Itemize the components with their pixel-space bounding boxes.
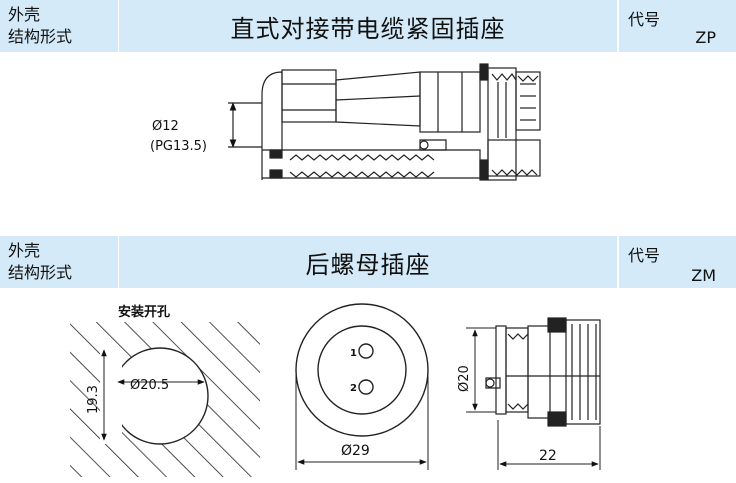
front-thread bbox=[487, 67, 517, 181]
side-diameter-label: Ø20 bbox=[457, 365, 472, 392]
code-cell: 代号 ZM bbox=[618, 236, 736, 288]
cutout-title: 安装开孔 bbox=[118, 304, 170, 320]
header-band-zm: 外壳 结构形式 后螺母插座 代号 ZM bbox=[0, 236, 736, 288]
flange bbox=[515, 71, 541, 131]
outer-face-ring bbox=[295, 303, 429, 437]
rear-plate bbox=[495, 325, 507, 415]
inner-insert bbox=[317, 325, 407, 415]
cutout-circle bbox=[111, 347, 209, 445]
structure-label: 结构形式 bbox=[8, 263, 73, 282]
shell-label-cell: 外壳 结构形式 bbox=[0, 0, 118, 52]
panel-flange bbox=[527, 325, 551, 419]
pin-1-label: 1 bbox=[350, 348, 357, 359]
mounting-cutout bbox=[70, 322, 260, 477]
title-cell: 后螺母插座 bbox=[118, 236, 619, 288]
front-face-view bbox=[295, 303, 429, 470]
gland-dome bbox=[261, 71, 283, 150]
cutout-flat-label: 19.3 bbox=[86, 385, 101, 414]
cutout-diameter-label: Ø20.5 bbox=[130, 378, 169, 393]
pin-2-label: 2 bbox=[350, 383, 357, 394]
pin-1 bbox=[358, 343, 374, 359]
thread bbox=[289, 154, 435, 161]
rear-nut bbox=[505, 327, 529, 413]
face-diameter-label: Ø29 bbox=[341, 443, 370, 459]
front-thread bbox=[565, 319, 601, 425]
code-cell: 代号 ZP bbox=[618, 0, 736, 52]
zm-side-view bbox=[466, 317, 601, 470]
section-title-zm: 后螺母插座 bbox=[305, 250, 431, 279]
dim-diameter-label: Ø12 bbox=[152, 119, 179, 134]
body-collar bbox=[419, 71, 481, 133]
code-value-zp: ZP bbox=[695, 28, 716, 47]
title-cell: 直式对接带电缆紧固插座 bbox=[118, 0, 619, 52]
flat-dim-clear bbox=[100, 348, 122, 444]
code-label: 代号 bbox=[628, 10, 661, 29]
hex-nut bbox=[281, 69, 337, 123]
side-length-label: 22 bbox=[539, 448, 557, 464]
shell-label: 外壳 bbox=[8, 241, 41, 260]
o-ring bbox=[479, 63, 489, 81]
dim-thread-label: (PG13.5) bbox=[150, 139, 207, 154]
section-title-zp: 直式对接带电缆紧固插座 bbox=[230, 14, 506, 43]
code-label: 代号 bbox=[628, 246, 661, 265]
code-value-zm: ZM bbox=[691, 266, 716, 285]
header-band-zp: 外壳 结构形式 直式对接带电缆紧固插座 代号 ZP bbox=[0, 0, 736, 52]
pin-2 bbox=[358, 379, 374, 395]
zp-side-view bbox=[228, 63, 541, 181]
structure-label: 结构形式 bbox=[8, 27, 73, 46]
shell-label-cell: 外壳 结构形式 bbox=[0, 236, 118, 288]
shell-label: 外壳 bbox=[8, 5, 41, 24]
